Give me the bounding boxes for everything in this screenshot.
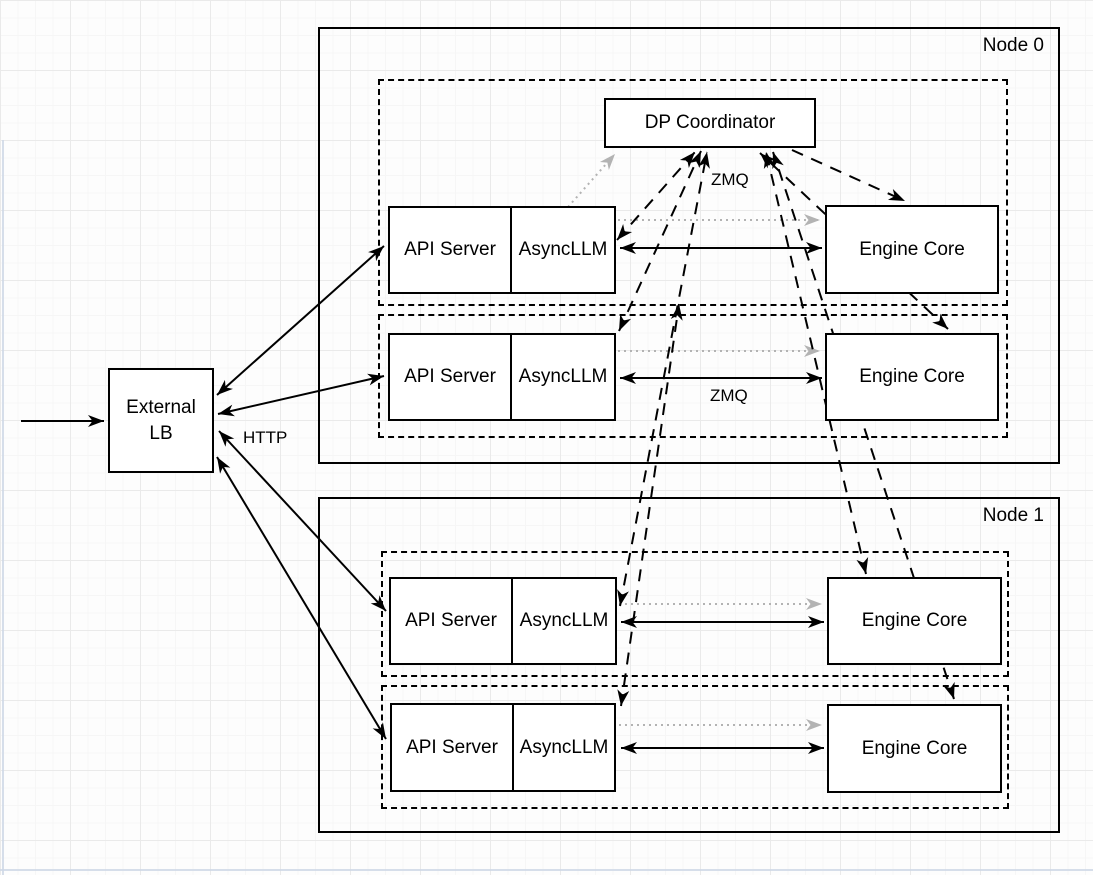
api-server-label: API Server xyxy=(392,705,514,790)
page-boundary-vertical xyxy=(2,140,4,875)
node1-title: Node 1 xyxy=(982,505,1044,526)
asyncllm-label: AsyncLLM xyxy=(519,736,609,758)
asyncllm-label: AsyncLLM xyxy=(518,366,608,387)
node0-row2-group xyxy=(378,314,1008,438)
node0-title: Node 0 xyxy=(982,35,1044,56)
node1-row1-engine-core-box: Engine Core xyxy=(827,577,1002,665)
node0-row1-group xyxy=(378,79,1008,306)
dp-coordinator-box: DP Coordinator xyxy=(604,98,816,148)
api-server-label: API Server xyxy=(390,335,512,419)
node0-row1-frontend-box: API Server AsyncLLM xyxy=(388,206,616,294)
node1-container: Node 1 xyxy=(318,497,1060,833)
http-label: HTTP xyxy=(243,428,288,447)
page-boundary-horizontal xyxy=(0,869,1093,871)
node0-row2-frontend-box: API Server AsyncLLM xyxy=(388,333,616,421)
node0-container: Node 0 xyxy=(318,27,1060,464)
node0-row2-engine-core-box: Engine Core xyxy=(825,333,999,421)
node1-row2-group xyxy=(381,685,1009,809)
node1-row1-frontend-box: API Server AsyncLLM xyxy=(389,577,617,665)
api-server-label: API Server xyxy=(391,579,513,663)
node1-row2-engine-core-box: Engine Core xyxy=(827,704,1002,793)
external-lb-label-line1: External xyxy=(126,396,196,418)
node1-row1-group xyxy=(381,551,1009,677)
node1-row2-frontend-box: API Server AsyncLLM xyxy=(390,703,616,792)
external-lb-box: External LB xyxy=(108,368,214,473)
node0-row1-engine-core-box: Engine Core xyxy=(825,205,999,294)
api-server-label: API Server xyxy=(390,208,512,292)
zmq-label-row2: ZMQ xyxy=(710,386,748,405)
asyncllm-label: AsyncLLM xyxy=(519,610,609,631)
external-lb-label-line2: LB xyxy=(149,422,173,444)
asyncllm-label: AsyncLLM xyxy=(518,239,608,260)
zmq-label-row1: ZMQ xyxy=(711,170,749,189)
